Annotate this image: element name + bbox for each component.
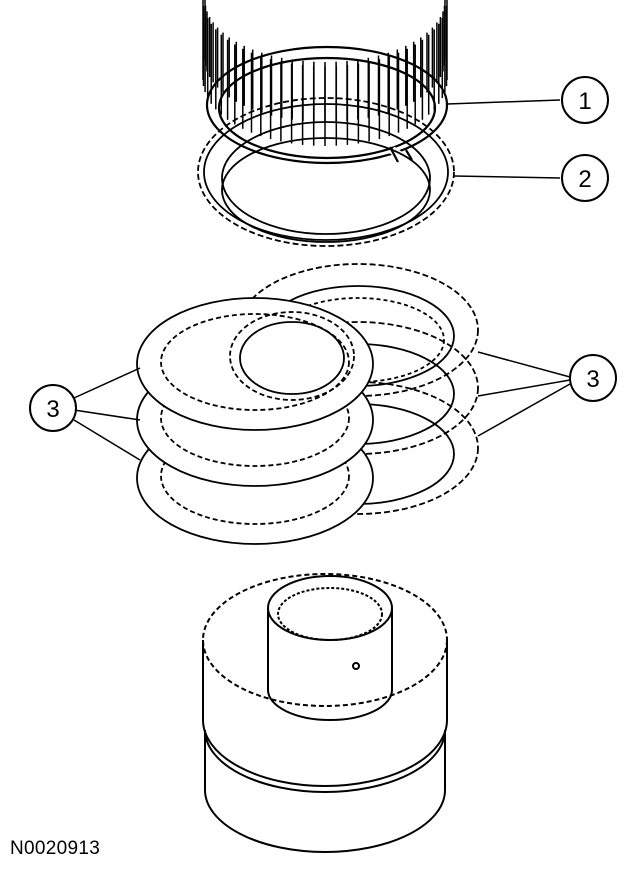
snap-ring [205,45,449,165]
callout-3-left: 3 [29,384,77,432]
callout-3-left-label: 3 [46,396,59,423]
pressure-plate [197,97,455,247]
clutch-plate-inner-top [229,311,355,401]
callout-2: 2 [561,154,609,202]
callout-3-right: 3 [569,354,617,402]
callout-3-right-label: 3 [586,366,599,393]
clutch-drum-hub [202,0,448,853]
leader-lines [73,99,571,461]
figure-reference-code: N0020913 [10,838,101,859]
callout-1-label: 1 [578,88,591,115]
callout-2-label: 2 [578,166,591,193]
callout-1: 1 [561,76,609,124]
clutch-plates-front-stack [136,297,374,545]
